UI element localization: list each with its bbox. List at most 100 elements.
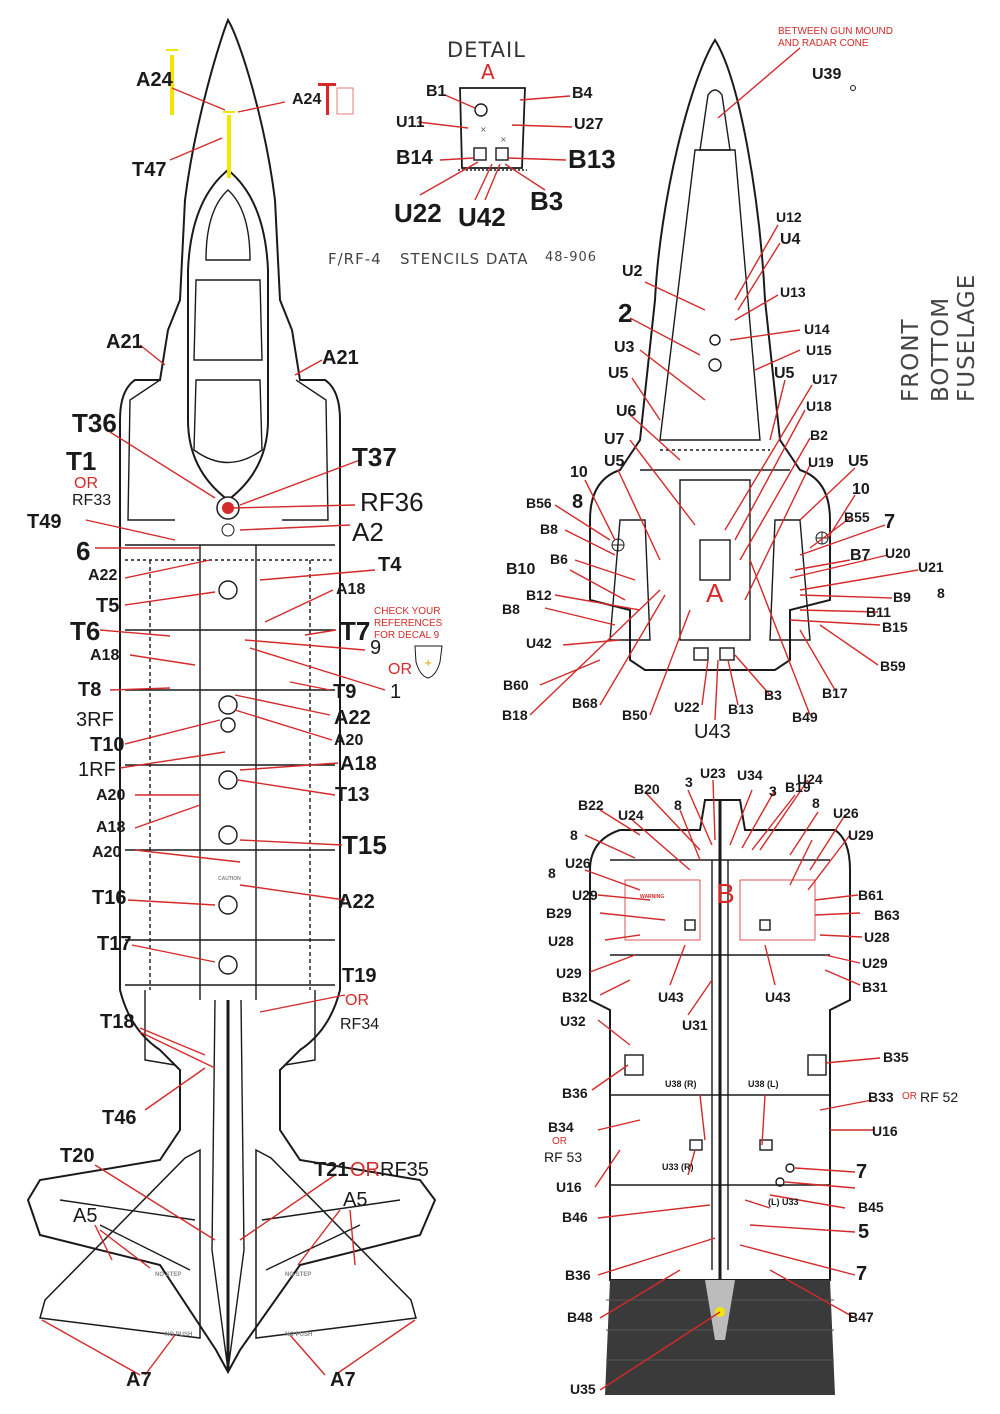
label-t18: T18 (100, 1011, 135, 1033)
label-8: 8 (937, 585, 945, 601)
label-t17: T17 (97, 933, 132, 955)
label-a18: A18 (340, 753, 377, 775)
label-a18: A18 (96, 819, 126, 836)
label-u34: U34 (737, 767, 763, 783)
label-u19: U19 (808, 454, 834, 470)
label-a24: A24 (292, 91, 322, 108)
label-b68: B68 (572, 695, 598, 711)
section-title-bottom: BOTTOM FUSELAGE (928, 273, 980, 402)
label-b35: B35 (883, 1049, 909, 1065)
label-a7: A7 (330, 1369, 356, 1391)
label-or: OR (388, 661, 412, 678)
label-u29: U29 (556, 965, 582, 981)
label-b13: B13 (728, 701, 754, 717)
rear-bottom-fuselage (589, 799, 851, 1300)
label-u38-l: U38 (L) (748, 1079, 779, 1089)
roundel-icon (216, 496, 240, 537)
label-t15: T15 (342, 830, 387, 860)
section-title-front: FRONT (898, 318, 924, 402)
warning-triangle-icon (318, 83, 354, 115)
label-t4: T4 (378, 554, 402, 576)
label-b6: B6 (550, 551, 568, 567)
label-u12: U12 (776, 209, 802, 225)
label-a18: A18 (336, 581, 366, 598)
label-3: 3 (769, 783, 777, 799)
label-u22: U22 (674, 699, 700, 715)
stencils-title: STENCILS DATA (400, 250, 529, 268)
label-u3: U3 (614, 339, 635, 356)
label-or: OR (74, 475, 98, 492)
label-1: 1 (390, 681, 402, 703)
label-u24: U24 (797, 771, 823, 787)
label-rf33: RF33 (72, 492, 112, 509)
label-b22: B22 (578, 797, 604, 813)
label-a7: A7 (126, 1369, 152, 1391)
label-b11: B11 (866, 604, 891, 620)
area-b-label: B (716, 878, 735, 909)
label-u29: U29 (848, 827, 874, 843)
label-u14: U14 (804, 321, 830, 337)
label-8: 8 (674, 797, 682, 813)
label-t49: T49 (27, 511, 62, 533)
label-7: 7 (856, 1161, 868, 1183)
label-b49: B49 (792, 709, 818, 725)
label-a2: A2 (352, 517, 384, 547)
label-u5: U5 (774, 365, 795, 382)
label-u35: U35 (570, 1381, 596, 1397)
label-t37: T37 (352, 442, 397, 472)
label-9: 9 (370, 637, 382, 659)
label-b10: B10 (506, 561, 536, 578)
label-b1: B1 (426, 83, 447, 100)
label-b13: B13 (568, 144, 616, 174)
label-or: OR (902, 1091, 917, 1102)
label-8: 8 (548, 865, 556, 881)
label-7: 7 (856, 1263, 868, 1285)
label-rf36: RF36 (360, 487, 424, 517)
label-t7: T7 (340, 616, 371, 646)
label-b31: B31 (862, 979, 888, 995)
check-note: CHECK YOUR REFERENCES FOR DECAL 9 (374, 606, 443, 641)
label-b3: B3 (764, 687, 782, 703)
svg-text:×: × (500, 135, 507, 144)
label-u15: U15 (806, 342, 832, 358)
label-or: OR (552, 1136, 567, 1147)
label-t20: T20 (60, 1145, 95, 1167)
label-2: 2 (618, 298, 633, 328)
label-u32: U32 (560, 1013, 586, 1029)
label-t8: T8 (78, 679, 102, 701)
engine-nozzles (605, 1280, 835, 1395)
label-u31: U31 (682, 1017, 708, 1033)
label-u5: U5 (604, 453, 625, 470)
gun-note: BETWEEN GUN MOUND AND RADAR CONE (778, 26, 893, 49)
label-u17: U17 (812, 371, 838, 387)
label-u16: U16 (872, 1123, 898, 1139)
detail-title: DETAIL (447, 38, 526, 62)
label-t5: T5 (96, 595, 120, 617)
label-b36: B36 (562, 1085, 588, 1101)
label-b33: B33 (868, 1089, 894, 1105)
u39-marker (850, 85, 856, 91)
stencil-no-push-right: NO PUSH (285, 1332, 313, 1338)
label-b19: B19 (785, 779, 811, 795)
label-b12: B12 (526, 587, 552, 603)
label-b20: B20 (634, 781, 660, 797)
sheet-title: F/RF-4 (328, 250, 382, 268)
decal-9-reference: + (414, 645, 443, 679)
label-u43: U43 (658, 989, 684, 1005)
stencil-no-push-left: NO PUSH (165, 1332, 193, 1338)
label-b32: B32 (562, 989, 588, 1005)
label-b63: B63 (874, 907, 900, 923)
label-u7: U7 (604, 431, 625, 448)
label-a21: A21 (106, 331, 143, 353)
label-b18: B18 (502, 707, 528, 723)
label-t9: T9 (333, 681, 357, 703)
label-u28: U28 (548, 933, 574, 949)
label-b56: B56 (526, 495, 552, 511)
label-rf53: RF 53 (544, 1149, 583, 1165)
label-b2: B2 (810, 427, 828, 443)
label-a20: A20 (92, 844, 122, 861)
label-or: OR (345, 992, 369, 1009)
label-t16: T16 (92, 887, 127, 909)
label-or: OR (350, 1159, 380, 1181)
